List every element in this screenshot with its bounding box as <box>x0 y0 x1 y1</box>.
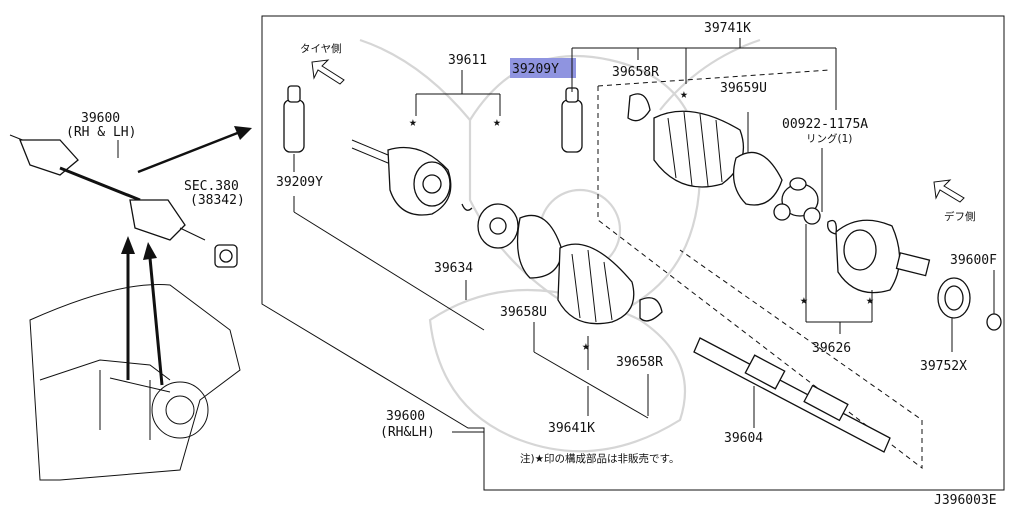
tire-side-arrow-icon <box>311 59 345 85</box>
dashed-frame <box>597 86 923 470</box>
vehicle-sketch <box>29 236 241 481</box>
label-39752X: 39752X <box>920 359 967 374</box>
inner-band-large <box>732 151 783 206</box>
label-39600-left-sub: (RH & LH) <box>66 125 136 140</box>
snap-ring-inner <box>827 219 837 235</box>
label-00922: 00922-1175A <box>782 117 868 132</box>
note-text: 注)★印の構成部品は非販売です。 <box>520 452 679 465</box>
label-39600-box-sub: (RH&LH) <box>380 425 435 440</box>
star-icon: ★ <box>866 293 874 308</box>
label-39626: 39626 <box>812 341 851 356</box>
boot-outer <box>557 243 635 325</box>
inner-band-small <box>627 93 651 122</box>
label-sec380: SEC.380 <box>184 179 239 194</box>
label-39658R-bottom: 39658R <box>616 355 663 370</box>
star-icon: ★ <box>582 339 590 354</box>
main-frame <box>261 15 1005 491</box>
axle-assembly-left <box>9 134 238 268</box>
bearing-cage <box>477 203 519 249</box>
label-39600F: 39600F <box>950 253 997 268</box>
boot-band-large <box>516 214 563 279</box>
boot-inner <box>653 110 744 188</box>
label-ring-note: リング(1) <box>806 132 852 145</box>
label-39600-left: 39600 <box>81 111 120 126</box>
label-39659U: 39659U <box>720 81 767 96</box>
highlight-box <box>510 58 576 78</box>
label-sec380-sub: (38342) <box>190 193 245 208</box>
inner-housing <box>835 219 931 294</box>
diff-side-arrow-icon <box>933 179 965 203</box>
direction-arrow-icon <box>137 126 252 174</box>
dust-cover <box>937 277 971 319</box>
label-diff-side: デフ側 <box>944 210 976 223</box>
star-icon: ★ <box>680 87 688 102</box>
label-39209Y-highlight: 39209Y <box>512 62 559 77</box>
label-39209Y-left: 39209Y <box>276 175 323 190</box>
snap-ring <box>461 203 473 211</box>
label-39600-box: 39600 <box>386 409 425 424</box>
grease-tube-right <box>561 87 583 153</box>
label-39658R-top: 39658R <box>612 65 659 80</box>
label-tire-side: タイヤ側 <box>300 42 342 55</box>
tripod-spider <box>773 177 821 225</box>
label-39741K: 39741K <box>704 21 751 36</box>
star-icon: ★ <box>493 115 501 130</box>
star-icon: ★ <box>800 293 808 308</box>
label-39611: 39611 <box>448 53 487 68</box>
label-39604: 39604 <box>724 431 763 446</box>
drive-shaft <box>693 337 891 453</box>
label-39641K: 39641K <box>548 421 595 436</box>
boot-band-small <box>639 297 663 322</box>
label-39634: 39634 <box>434 261 473 276</box>
end-cap <box>986 313 1002 331</box>
label-39658U: 39658U <box>500 305 547 320</box>
diagram-code: J396003E <box>934 493 997 508</box>
outer-cv-joint <box>351 139 452 216</box>
grease-tube-left <box>283 85 305 153</box>
star-icon: ★ <box>409 115 417 130</box>
